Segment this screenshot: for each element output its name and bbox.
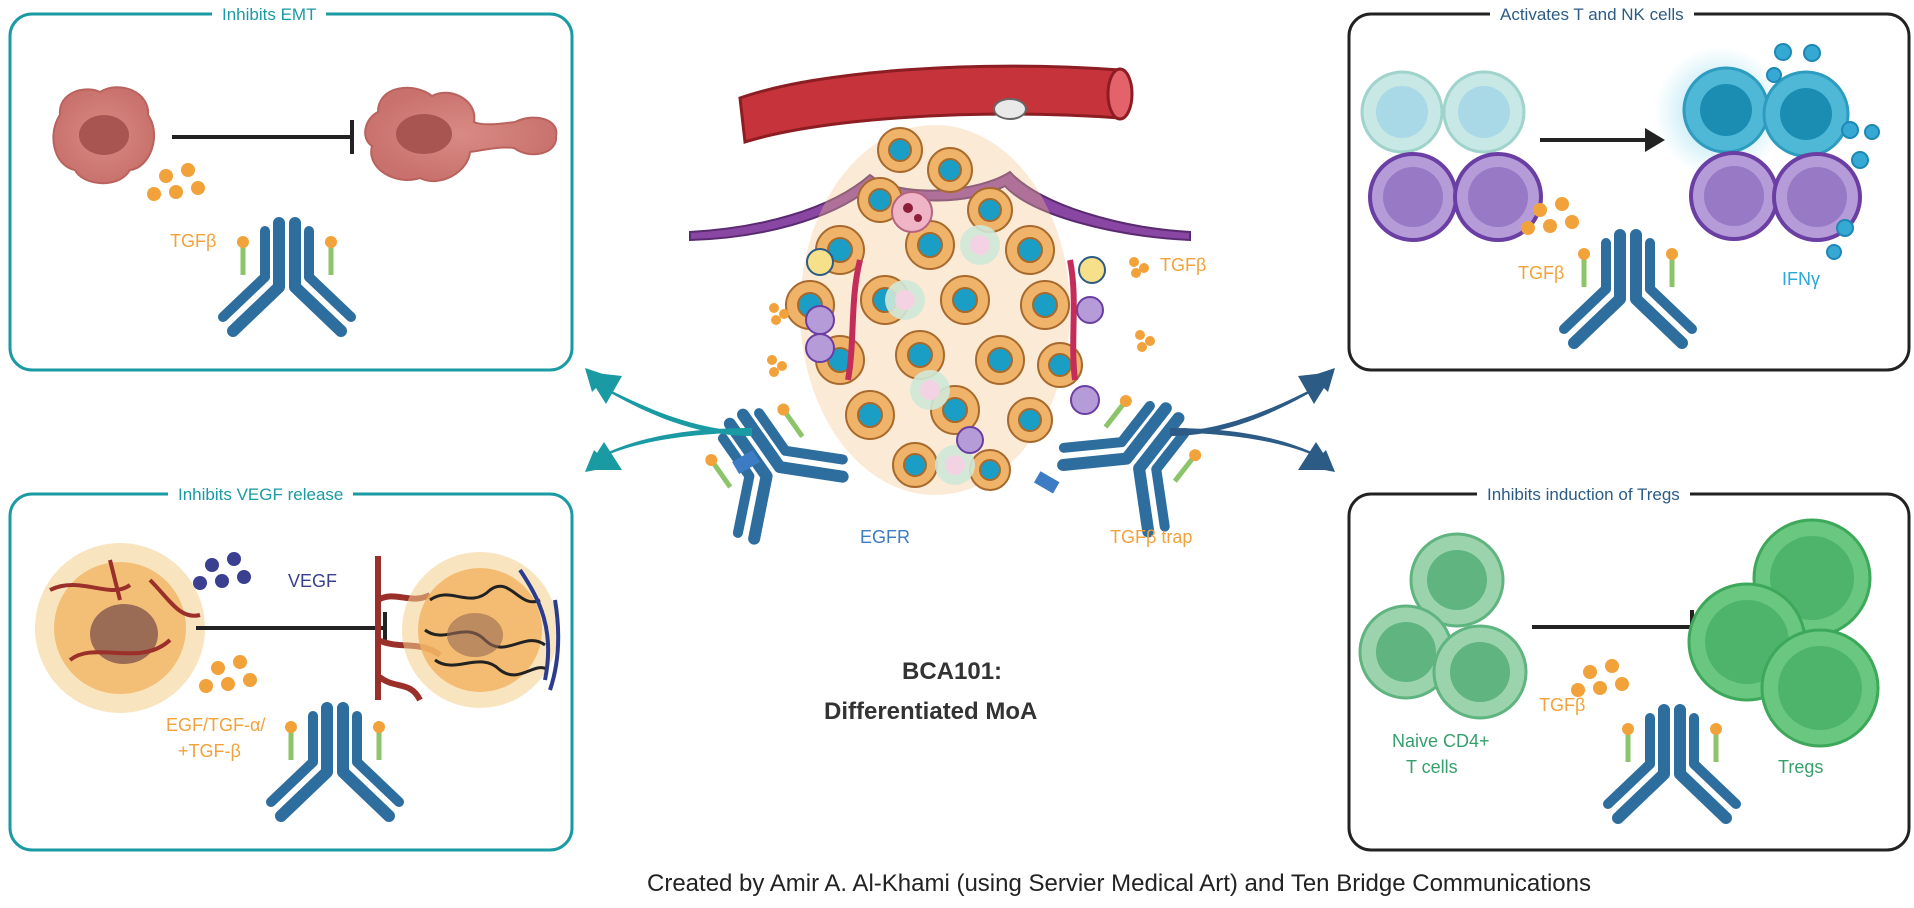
tregs-label: Tregs xyxy=(1778,757,1824,777)
naive-tcells-label: T cells xyxy=(1406,757,1458,777)
tgfb-trap-label: TGFβ trap xyxy=(1110,527,1193,547)
egf-ligand-icon xyxy=(199,655,257,693)
vegf-illustration xyxy=(35,543,561,816)
naive-cd4-label: Naive CD4+ xyxy=(1392,731,1490,751)
immune-cell-icon xyxy=(805,191,1106,485)
tnk-illustration xyxy=(1360,43,1880,343)
egfr-label: EGFR xyxy=(860,527,911,547)
vegf-ligand-icon xyxy=(193,552,251,590)
tregs-illustration xyxy=(1358,518,1880,818)
arrow-head-up-right-icon xyxy=(1298,372,1334,404)
nucleus-icon xyxy=(79,115,129,155)
arrows-left xyxy=(585,368,752,472)
tgfb-ligand-icon xyxy=(1571,659,1629,697)
panel-emt-title: Inhibits EMT xyxy=(212,6,327,23)
emt-tgfb-label: TGFβ xyxy=(170,231,217,251)
antibody-icon xyxy=(1564,235,1692,343)
egf-tgfa-label: EGF/TGF-α/ xyxy=(166,715,266,735)
panel-emt-frame xyxy=(8,12,574,372)
antibody-icon xyxy=(271,708,399,816)
arrows-right xyxy=(1170,368,1335,472)
ifng-icon xyxy=(1766,43,1880,260)
tnk-tgfb-label: TGFβ xyxy=(1518,263,1565,283)
emt-illustration xyxy=(52,86,558,331)
panel-tregs-title: Inhibits induction of Tregs xyxy=(1477,486,1690,503)
antibody-icon xyxy=(1608,710,1736,818)
vegf-label: VEGF xyxy=(288,571,338,591)
center-tumor-illustration xyxy=(684,64,1223,544)
center-title-line2: Differentiated MoA xyxy=(824,698,1038,725)
ifng-label: IFNγ xyxy=(1782,269,1820,289)
tgfb-plus-label: +TGF-β xyxy=(178,741,241,761)
tgfb-ligand-icon xyxy=(147,163,205,201)
arrow-head-up-left-icon xyxy=(586,372,622,404)
tregs-tgfb-label: TGFβ xyxy=(1539,695,1586,715)
mesenchymal-cell-icon xyxy=(364,86,558,183)
panel-tnk-title: Activates T and NK cells xyxy=(1490,6,1694,23)
center-title-line1: BCA101: xyxy=(902,658,1003,685)
arrow-head-down-right-icon xyxy=(1298,442,1334,470)
credit-line: Created by Amir A. Al-Khami (using Servi… xyxy=(647,870,1591,897)
tumor-cell-icon xyxy=(785,127,1083,491)
panel-vegf-title: Inhibits VEGF release xyxy=(168,486,354,503)
arrow-head-down-left-icon xyxy=(586,442,622,470)
antibody-icon xyxy=(223,223,351,331)
center-tgfb-label: TGFβ xyxy=(1160,255,1207,275)
tgfb-ligand-icon xyxy=(767,257,1155,377)
